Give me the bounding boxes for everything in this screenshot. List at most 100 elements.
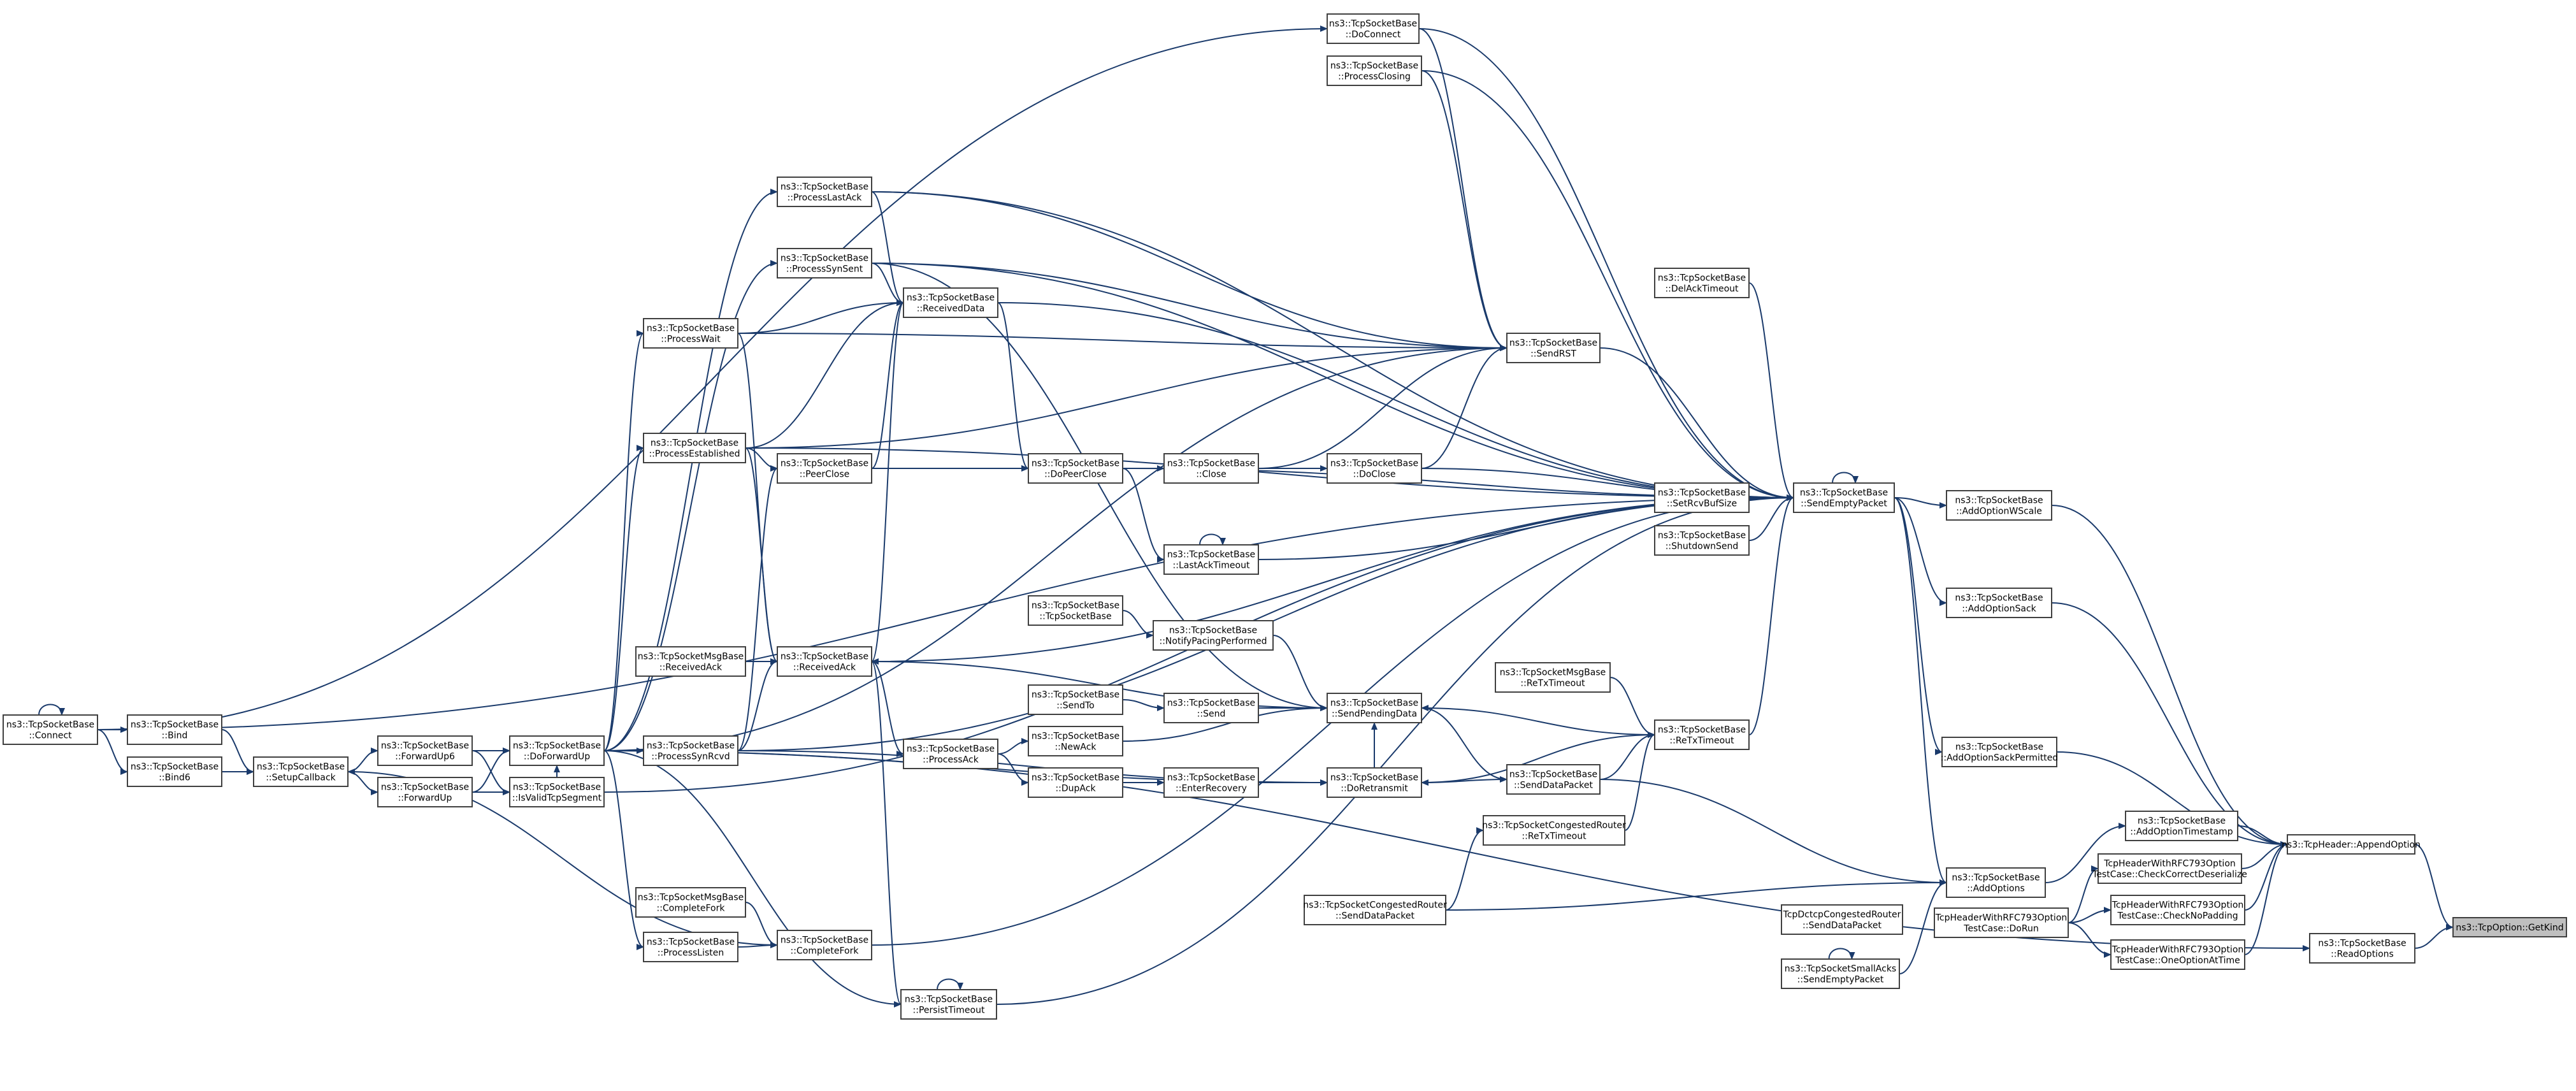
node-add-option-timestamp[interactable]: ns3::TcpSocketBase::AddOptionTimestamp: [2125, 811, 2238, 841]
node-label: ns3::TcpSocketBase: [1509, 338, 1597, 349]
node-setup-callback[interactable]: ns3::TcpSocketBase::SetupCallback: [253, 756, 349, 787]
node-dctcp-send-data-packet[interactable]: TcpDctcpCongestedRouter::SendDataPacket: [1781, 904, 1903, 935]
edge-send-empty-packet-to-add-option-wscale: [1894, 497, 1947, 509]
node-set-rcv-buf-size[interactable]: ns3::TcpSocketBase::SetRcvBufSize: [1654, 482, 1750, 513]
edge-process-last-ack-to-received-data: [871, 191, 904, 306]
node-forward-up[interactable]: ns3::TcpSocketBase::ForwardUp: [377, 777, 473, 807]
edge-send-rst-to-send-empty-packet: [1599, 347, 1794, 501]
node-process-established[interactable]: ns3::TcpSocketBase::ProcessEstablished: [643, 433, 746, 463]
node-is-valid-tcp-segment[interactable]: ns3::TcpSocketBase::IsValidTcpSegment: [509, 777, 605, 807]
node-box: [777, 453, 872, 484]
node-label: ns3::TcpOption::GetKind: [2456, 923, 2563, 933]
node-msg-complete-fork[interactable]: ns3::TcpSocketMsgBase::CompleteFork: [635, 887, 746, 918]
node-process-listen[interactable]: ns3::TcpSocketBase::ProcessListen: [643, 932, 738, 962]
node-label: ::SendDataPacket: [1802, 921, 1882, 931]
edge-received-data-to-do-peer-close: [997, 302, 1029, 472]
node-bind6[interactable]: ns3::TcpSocketBase::Bind6: [127, 756, 222, 787]
node-do-peer-close[interactable]: ns3::TcpSocketBase::DoPeerClose: [1028, 453, 1123, 484]
node-label: ns3::TcpSocketBase: [513, 783, 601, 793]
node-send-rst[interactable]: ns3::TcpSocketBase::SendRST: [1506, 333, 1601, 363]
node-send-data-packet[interactable]: ns3::TcpSocketBase::SendDataPacket: [1506, 764, 1601, 795]
node-check-no-padding[interactable]: TcpHeaderWithRFC793OptionTestCase::Check…: [2110, 895, 2245, 925]
node-label: ns3::TcpSocketBase: [781, 182, 868, 192]
node-last-ack-timeout[interactable]: ns3::TcpSocketBase::LastAckTimeout: [1163, 544, 1259, 575]
node-small-acks-send-empty-packet[interactable]: ns3::TcpSocketSmallAcks::SendEmptyPacket: [1781, 958, 1900, 989]
node-box: [1495, 662, 1611, 693]
node-peer-close[interactable]: ns3::TcpSocketBase::PeerClose: [777, 453, 872, 484]
node-append-option[interactable]: ns3::TcpHeader::AppendOption: [2282, 834, 2421, 855]
node-one-option-at-time[interactable]: TcpHeaderWithRFC793OptionTestCase::OneOp…: [2110, 939, 2245, 970]
node-box: [635, 646, 746, 677]
node-tcp-socket-base[interactable]: ns3::TcpSocketBase::TcpSocketBase: [1028, 595, 1123, 626]
node-notify-pacing-performed[interactable]: ns3::TcpSocketBase::NotifyPacingPerforme…: [1153, 620, 1274, 651]
node-complete-fork[interactable]: ns3::TcpSocketBase::CompleteFork: [777, 930, 872, 960]
edge-process-listen-to-complete-fork: [737, 942, 778, 949]
node-check-correct-deserialize[interactable]: TcpHeaderWithRFC793OptionTestCase::Check…: [2092, 853, 2247, 884]
node-add-option-wscale[interactable]: ns3::TcpSocketBase::AddOptionWScale: [1946, 490, 2052, 521]
node-read-options[interactable]: ns3::TcpSocketBase::ReadOptions: [2309, 933, 2415, 964]
node-do-close[interactable]: ns3::TcpSocketBase::DoClose: [1327, 453, 1422, 484]
edge-process-last-ack-to-send-empty-packet: [871, 191, 1794, 501]
node-send-empty-packet[interactable]: ns3::TcpSocketBase::SendEmptyPacket: [1793, 482, 1895, 513]
node-process-syn-sent[interactable]: ns3::TcpSocketBase::ProcessSynSent: [777, 248, 872, 278]
node-box: [777, 177, 872, 207]
node-forward-up6[interactable]: ns3::TcpSocketBase::ForwardUp6: [377, 735, 473, 766]
node-msg-received-ack[interactable]: ns3::TcpSocketMsgBase::ReceivedAck: [635, 646, 746, 677]
node-process-ack[interactable]: ns3::TcpSocketBase::ProcessAck: [903, 739, 998, 769]
node-congested-router-re-tx-timeout[interactable]: ns3::TcpSocketCongestedRouter::ReTxTimeo…: [1482, 815, 1626, 846]
node-dup-ack[interactable]: ns3::TcpSocketBase::DupAck: [1028, 767, 1123, 798]
node-add-option-sack[interactable]: ns3::TcpSocketBase::AddOptionSack: [1946, 588, 2052, 618]
node-send-pending-data[interactable]: ns3::TcpSocketBase::SendPendingData: [1327, 693, 1422, 723]
edge-add-option-wscale-to-append-option: [2051, 505, 2288, 848]
node-enter-recovery[interactable]: ns3::TcpSocketBase::EnterRecovery: [1163, 767, 1259, 798]
node-label: TcpHeaderWithRFC793Option: [2112, 945, 2244, 955]
node-msg-re-tx-timeout[interactable]: ns3::TcpSocketMsgBase::ReTxTimeout: [1495, 662, 1611, 693]
node-box: [509, 777, 605, 807]
node-add-options[interactable]: ns3::TcpSocketBase::AddOptions: [1946, 867, 2046, 898]
node-label: ::AddOptionWScale: [1956, 507, 2042, 517]
node-process-closing[interactable]: ns3::TcpSocketBase::ProcessClosing: [1327, 55, 1422, 86]
node-send-to[interactable]: ns3::TcpSocketBase::SendTo: [1028, 684, 1123, 715]
node-received-data[interactable]: ns3::TcpSocketBase::ReceivedData: [903, 287, 998, 318]
node-label: ns3::TcpSocketBase: [1658, 488, 1746, 498]
edge-persist-timeout-to-send-empty-packet: [996, 495, 1794, 1005]
node-process-wait[interactable]: ns3::TcpSocketBase::ProcessWait: [643, 318, 738, 349]
node-connect[interactable]: ns3::TcpSocketBase::Connect: [3, 714, 98, 745]
node-re-tx-timeout[interactable]: ns3::TcpSocketBase::ReTxTimeout: [1654, 719, 1750, 750]
node-label: ns3::TcpSocketSmallAcks: [1785, 964, 1896, 974]
node-do-retransmit[interactable]: ns3::TcpSocketBase::DoRetransmit: [1327, 767, 1422, 798]
node-persist-timeout[interactable]: ns3::TcpSocketBase::PersistTimeout: [900, 989, 997, 1020]
node-label: ns3::TcpSocketBase: [131, 720, 219, 730]
node-label: ::ReceivedAck: [793, 663, 856, 673]
node-shutdown-send[interactable]: ns3::TcpSocketBase::ShutdownSend: [1654, 525, 1750, 556]
node-do-forward-up[interactable]: ns3::TcpSocketBase::DoForwardUp: [509, 735, 605, 766]
node-label: ns3::TcpSocketBase: [1329, 19, 1417, 29]
node-label: ns3::TcpSocketBase: [907, 744, 995, 755]
node-label: ::SendEmptyPacket: [1801, 499, 1887, 509]
node-congested-router-send-data-packet[interactable]: ns3::TcpSocketCongestedRouter::SendDataP…: [1303, 895, 1447, 925]
node-label: ::TcpSocketBase: [1039, 612, 1111, 622]
node-process-syn-rcvd[interactable]: ns3::TcpSocketBase::ProcessSynRcvd: [643, 735, 738, 766]
node-del-ack-timeout[interactable]: ns3::TcpSocketBase::DelAckTimeout: [1654, 268, 1750, 298]
node-close[interactable]: ns3::TcpSocketBase::Close: [1163, 453, 1259, 484]
node-do-connect[interactable]: ns3::TcpSocketBase::DoConnect: [1327, 13, 1420, 44]
node-label: ns3::TcpSocketBase: [1800, 488, 1888, 498]
node-label: ::SendTo: [1056, 701, 1094, 711]
node-process-last-ack[interactable]: ns3::TcpSocketBase::ProcessLastAck: [777, 177, 872, 207]
node-bind[interactable]: ns3::TcpSocketBase::Bind: [127, 714, 222, 745]
node-add-option-sack-permitted[interactable]: ns3::TcpSocketBase::AddOptionSackPermitt…: [1941, 737, 2059, 767]
node-label: ::NewAck: [1054, 742, 1097, 753]
node-label: ns3::TcpSocketBase: [381, 741, 469, 751]
node-send[interactable]: ns3::TcpSocketBase::Send: [1163, 693, 1259, 723]
node-label: ns3::TcpSocketBase: [781, 936, 868, 946]
node-get-kind[interactable]: ns3::TcpOption::GetKind: [2452, 917, 2567, 937]
node-new-ack[interactable]: ns3::TcpSocketBase::NewAck: [1028, 726, 1123, 756]
node-label: ::ReTxTimeout: [1669, 736, 1734, 746]
node-received-ack[interactable]: ns3::TcpSocketBase::ReceivedAck: [777, 646, 872, 677]
node-label: ::EnterRecovery: [1176, 784, 1247, 794]
node-label: ns3::TcpSocketBase: [651, 438, 738, 449]
node-label: ::DoPeerClose: [1044, 470, 1107, 480]
edge-add-options-to-add-option-timestamp: [2045, 823, 2126, 883]
node-box: [1506, 764, 1601, 795]
